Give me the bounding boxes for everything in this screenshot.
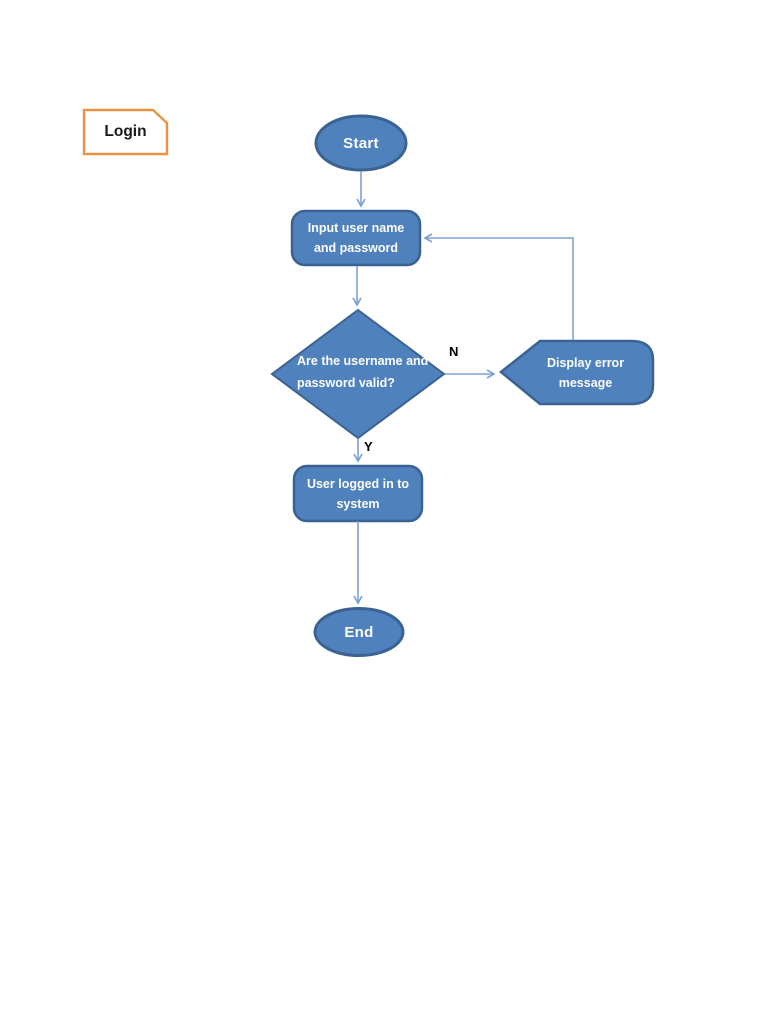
login-plaque-shape [82, 108, 169, 156]
decision-node [270, 308, 446, 440]
input-credentials-node [290, 209, 422, 267]
end-node [313, 607, 405, 657]
display-error-node [499, 339, 655, 406]
logged-in-node [292, 464, 424, 523]
arrow-error-to-input [425, 238, 574, 340]
start-node [314, 114, 408, 172]
